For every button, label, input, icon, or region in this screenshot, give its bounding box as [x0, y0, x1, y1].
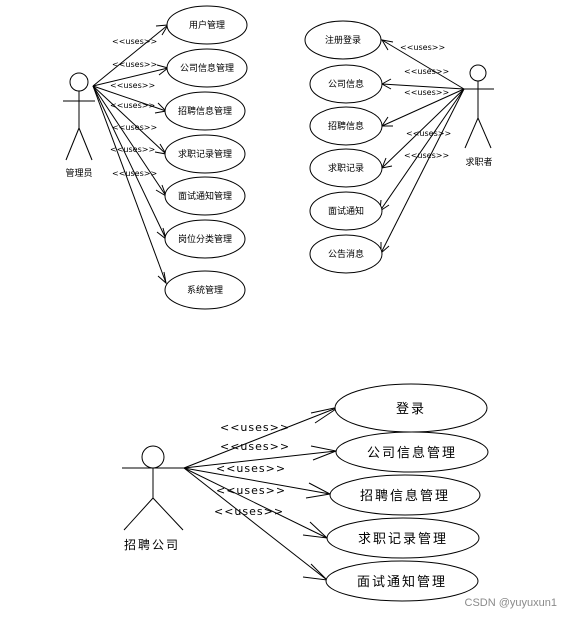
- admin-associations: [92, 24, 170, 285]
- jobseeker-stereotypes: <<uses>> <<uses>> <<uses>> <<uses>> <<us…: [400, 43, 451, 160]
- use-case-label: 招聘信息管理: [178, 105, 232, 117]
- use-case-label: 面试通知管理: [178, 190, 232, 202]
- stereotype-label: <<uses>>: [404, 67, 449, 76]
- stereotype-label: <<uses>>: [216, 462, 286, 475]
- admin-use-cases: 用户管理 公司信息管理 招聘信息管理 求职记录管理 面试通知管理 岗位分类管理: [164, 5, 248, 310]
- use-case-label: 公司信息管理: [180, 62, 234, 74]
- use-case: 招聘信息: [309, 106, 383, 146]
- stereotype-label: <<uses>>: [112, 169, 157, 178]
- use-case: 面试通知管理: [164, 176, 246, 216]
- stereotype-label: <<uses>>: [110, 101, 155, 110]
- jobseeker-actor-label: 求职者: [465, 156, 492, 168]
- jobseeker-diagram: 求职者 <<uses>> <<uses>> <<uses>> <<uses>> …: [304, 20, 494, 274]
- stereotype-label: <<uses>>: [400, 43, 445, 52]
- use-case-label: 公告消息: [328, 248, 364, 260]
- jobseeker-actor-figure: [462, 64, 494, 149]
- stereotype-label: <<uses>>: [220, 421, 290, 434]
- use-case: 系统管理: [164, 270, 246, 310]
- use-case-label: 用户管理: [189, 19, 225, 31]
- use-case-label: 招聘信息: [328, 120, 364, 132]
- jobseeker-use-cases: 注册登录 公司信息 招聘信息 求职记录 面试通知 公告消息: [304, 20, 383, 274]
- use-case-label: 公司信息管理: [367, 445, 457, 461]
- use-case: 用户管理: [166, 5, 248, 45]
- use-case-label: 求职记录管理: [178, 148, 232, 160]
- use-case: 招聘信息管理: [329, 474, 481, 516]
- stereotype-label: <<uses>>: [406, 129, 451, 138]
- use-case: 面试通知管理: [325, 560, 479, 602]
- use-case-label: 求职记录管理: [358, 532, 448, 547]
- use-case: 注册登录: [304, 20, 382, 60]
- use-case-label: 求职记录: [328, 162, 364, 174]
- use-case: 求职记录管理: [164, 134, 246, 174]
- admin-actor-label: 管理员: [65, 167, 92, 179]
- admin-diagram: 管理员 <<uses>> <<uses>> <<uses>> <<uses>> …: [63, 5, 248, 310]
- stereotype-label: <<uses>>: [404, 151, 449, 160]
- company-stereotypes: <<uses>> <<uses>> <<uses>> <<uses>> <<us…: [214, 421, 290, 518]
- use-case-label: 面试通知: [328, 205, 364, 217]
- stereotype-label: <<uses>>: [112, 123, 157, 132]
- stereotype-label: <<uses>>: [220, 440, 290, 453]
- use-case: 求职记录管理: [326, 517, 480, 559]
- use-case-label: 登录: [396, 402, 426, 417]
- use-case: 公司信息管理: [166, 48, 248, 88]
- use-case: 公告消息: [309, 234, 383, 274]
- stereotype-label: <<uses>>: [404, 88, 449, 97]
- use-case-label: 注册登录: [325, 34, 361, 46]
- admin-actor-figure: [63, 72, 95, 161]
- company-diagram: 招聘公司 <<uses>> <<uses>> <<uses>> <<uses>>…: [122, 383, 489, 602]
- use-case: 公司信息: [309, 64, 383, 104]
- use-case: 招聘信息管理: [164, 91, 246, 131]
- use-case: 公司信息管理: [335, 431, 489, 473]
- use-case: 面试通知: [309, 191, 383, 231]
- stereotype-label: <<uses>>: [112, 37, 157, 46]
- company-actor-label: 招聘公司: [124, 538, 180, 552]
- stereotype-label: <<uses>>: [216, 484, 286, 497]
- use-case: 登录: [334, 383, 488, 433]
- use-case: 求职记录: [309, 148, 383, 188]
- use-case-label: 招聘信息管理: [360, 488, 450, 504]
- company-use-cases: 登录 公司信息管理 招聘信息管理 求职记录管理 面试通知管理: [325, 383, 489, 602]
- watermark: CSDN @yuyuxun1: [465, 597, 557, 609]
- use-case-label: 面试通知管理: [357, 574, 447, 590]
- stereotype-label: <<uses>>: [110, 145, 155, 154]
- stereotype-label: <<uses>>: [214, 505, 284, 518]
- company-actor-figure: [122, 445, 184, 531]
- admin-stereotypes: <<uses>> <<uses>> <<uses>> <<uses>> <<us…: [110, 37, 157, 178]
- stereotype-label: <<uses>>: [110, 81, 155, 90]
- use-case-label: 系统管理: [187, 284, 223, 296]
- use-case-label: 公司信息: [328, 78, 364, 90]
- use-case-label: 岗位分类管理: [178, 233, 232, 245]
- use-case: 岗位分类管理: [164, 219, 246, 259]
- stereotype-label: <<uses>>: [112, 60, 157, 69]
